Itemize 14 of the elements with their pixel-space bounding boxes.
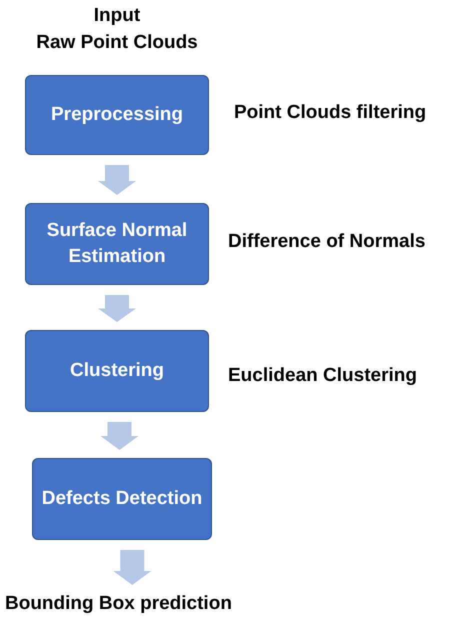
method-label: Difference of Normals (228, 230, 426, 254)
process-box: Clustering (25, 330, 209, 412)
process-box: Surface Normal Estimation (25, 203, 209, 285)
input-label: Input (92, 4, 142, 28)
block-arrow (98, 295, 136, 322)
method-label: Point Clouds filtering (234, 101, 426, 125)
block-arrow (100, 422, 138, 450)
process-box: Defects Detection (32, 458, 212, 540)
output-text: Bounding Box prediction (5, 590, 280, 618)
block-arrow (98, 165, 136, 195)
block-arrow (113, 550, 152, 585)
process-box: Preprocessing (25, 75, 209, 155)
method-label: Euclidean Clustering (228, 364, 417, 388)
input-label: Raw Point Clouds (35, 31, 199, 55)
